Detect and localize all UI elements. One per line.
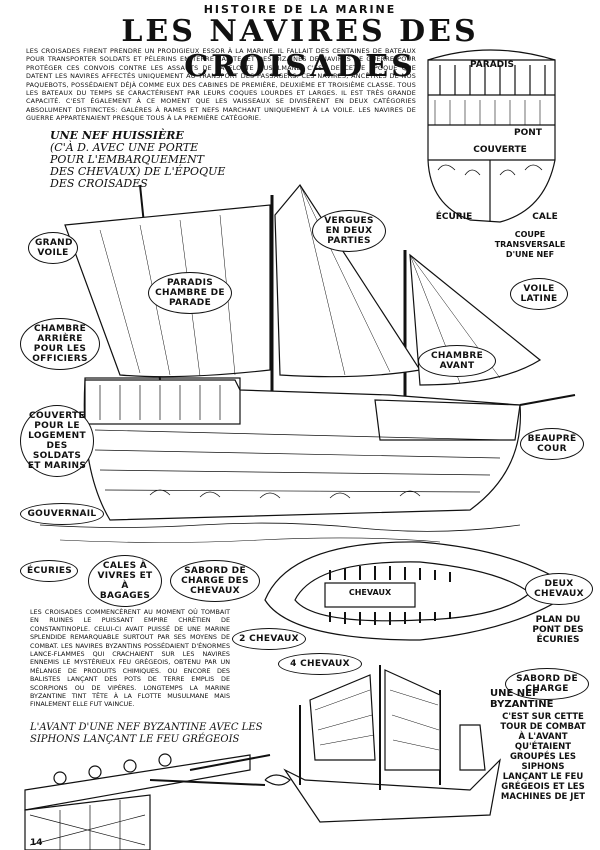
coupe-caption: COUPE TRANSVERSALE D'UNE NEF <box>494 230 566 259</box>
plan-label-deux-chevaux: DEUX CHEVAUX <box>525 573 593 605</box>
label-grand-voile: GRAND VOILE <box>28 232 78 264</box>
coupe-label-couverte: COUVERTE <box>473 145 527 155</box>
plan-label-2-chevaux: 2 CHEVAUX <box>232 628 306 650</box>
label-beaupre: BEAUPRÉ COUR <box>520 428 584 460</box>
label-voile-latine: VOILE LATINE <box>510 278 568 310</box>
intro-paragraph: LES CROISADES FIRENT PRENDRE UN PRODIGIE… <box>26 47 416 123</box>
label-cales: CALES À VIVRES ET À BAGAGES <box>88 555 162 607</box>
coupe-label-cale: CALE <box>532 212 558 222</box>
nef-byzantine-title: UNE NEF BYZANTINE <box>490 688 554 710</box>
label-gouvernail: GOUVERNAIL <box>20 503 104 525</box>
series-supertitle: HISTOIRE DE LA MARINE <box>203 3 397 16</box>
label-vergues: VERGUES EN DEUX PARTIES <box>312 210 386 252</box>
nef-caption-subtitle: (C'À D. AVEC UNE PORTE POUR L'EMBARQUEME… <box>50 141 226 190</box>
nef-caption: UNE NEF HUISSIÈRE (C'À D. AVEC UNE PORTE… <box>50 130 230 190</box>
label-paradis-chambre: PARADIS CHAMBRE DE PARADE <box>148 272 232 314</box>
coupe-label-ecurie: ÉCURIE <box>435 212 473 222</box>
label-ecuries: ÉCURIES <box>20 560 78 582</box>
label-chambre-avant: CHAMBRE AVANT <box>418 345 496 377</box>
page-title: LES NAVIRES DES CROISADES <box>121 14 479 84</box>
nef-byzantine-text: C'EST SUR CETTE TOUR DE COMBAT À L'AVANT… <box>500 712 586 802</box>
avant-caption: L'AVANT D'UNE NEF BYZANTINE AVEC LES SIP… <box>30 722 263 745</box>
label-chambre-arriere: CHAMBRE ARRIÈRE POUR LES OFFICIERS <box>20 318 100 370</box>
byzantine-paragraph: LES CROISADES COMMENCÈRENT AU MOMENT OÙ … <box>30 608 230 709</box>
plan-label-sabord: SABORD DE CHARGE <box>505 668 589 700</box>
page-number: 14 <box>30 838 43 848</box>
plan-title: PLAN DU PONT DES ÉCURIES <box>532 615 584 645</box>
label-couverte-logement: COUVERTE POUR LE LOGEMENT DES SOLDATS ET… <box>20 405 94 477</box>
coupe-label-pont: PONT <box>514 128 542 138</box>
label-sabord-chevaux: SABORD DE CHARGE DES CHEVAUX <box>170 560 260 602</box>
plan-label-chevaux-centre: CHEVAUX <box>348 588 392 597</box>
coupe-label-paradis: PARADIS <box>470 60 514 70</box>
nef-caption-title: UNE NEF HUISSIÈRE <box>50 129 184 142</box>
plan-label-4-chevaux: 4 CHEVAUX <box>278 653 362 675</box>
